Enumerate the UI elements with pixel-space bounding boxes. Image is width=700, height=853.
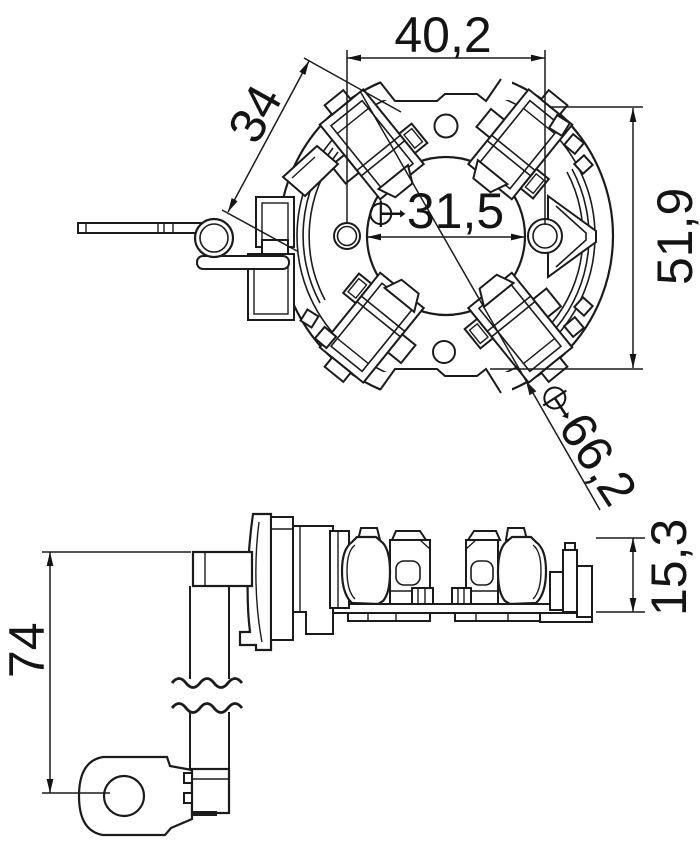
right-bracket [549, 542, 593, 618]
terminal-strip [77, 217, 290, 270]
dim-overall-height: 51,9 [647, 188, 700, 285]
dim-inner-bore-diameter: ⌱31,5 [368, 183, 504, 239]
dim-mount-hole-spacing: 40,2 [394, 7, 491, 63]
small-hole-top [433, 113, 459, 139]
front-view: 40,2 34 ⌱66,2 ⌱31,5 51,9 [77, 7, 700, 515]
dim-outer-diameter: ⌱66,2 [527, 370, 648, 515]
small-hole-bottom [432, 340, 456, 364]
rim-tabs [299, 113, 595, 350]
dim-arrowhead [526, 381, 537, 396]
crimp [190, 767, 231, 815]
dim-lead-wire-length: 74 [0, 622, 55, 678]
terminal-hole [102, 774, 146, 818]
top-notch [379, 78, 502, 103]
dim-brush-holder-height: 15,3 [641, 519, 697, 616]
spring-post [238, 512, 350, 652]
bottom-notch [379, 367, 502, 394]
side-view: 74 15,3 [0, 512, 697, 837]
break-line [170, 677, 244, 689]
dim-brush-assembly-length: 34 [217, 76, 293, 152]
side-view-dimensions: 74 15,3 [0, 519, 697, 794]
break-line [170, 702, 244, 714]
side-brush-right [465, 527, 548, 606]
terminal-arm [191, 550, 254, 588]
terminal-nubs [411, 587, 472, 605]
lead-wire [170, 586, 244, 769]
ring-terminal [77, 755, 231, 837]
